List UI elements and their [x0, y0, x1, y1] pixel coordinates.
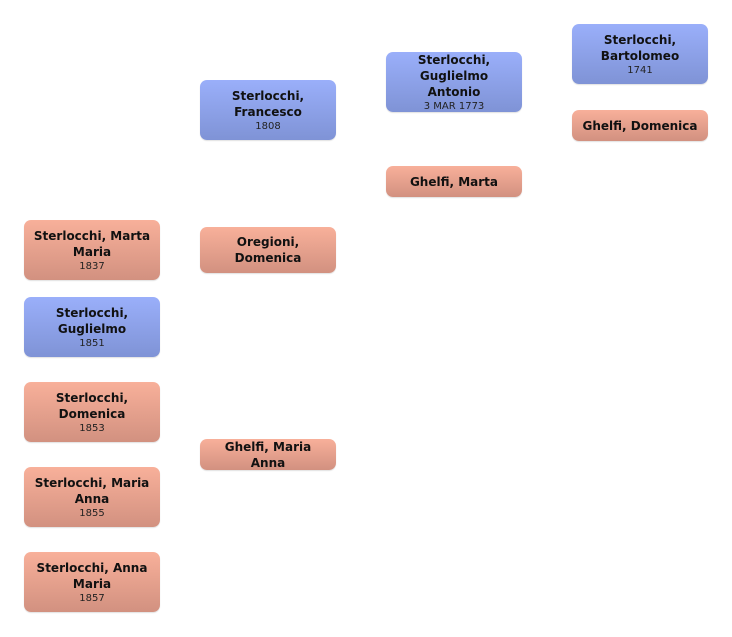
person-date: 1741 [627, 64, 653, 76]
person-name: Sterlocchi, Maria Anna [34, 475, 150, 506]
person-card-ghelfi-maria-anna[interactable]: Ghelfi, Maria Anna [200, 439, 336, 470]
person-card-sterlocchi-bartolomeo[interactable]: Sterlocchi, Bartolomeo 1741 [572, 24, 708, 84]
person-date: 1855 [79, 507, 105, 519]
person-name: Ghelfi, Domenica [582, 118, 698, 133]
person-name: Sterlocchi, Anna Maria [36, 560, 148, 591]
person-card-ghelfi-marta[interactable]: Ghelfi, Marta [386, 166, 522, 197]
person-card-sterlocchi-marta-maria[interactable]: Sterlocchi, Marta Maria 1837 [24, 220, 160, 280]
person-date: 1853 [79, 422, 105, 434]
person-card-oregioni-domenica[interactable]: Oregioni, Domenica [200, 227, 336, 273]
person-card-sterlocchi-guglielmo[interactable]: Sterlocchi, Guglielmo 1851 [24, 297, 160, 357]
person-card-sterlocchi-domenica[interactable]: Sterlocchi, Domenica 1853 [24, 382, 160, 442]
person-date: 1851 [79, 337, 105, 349]
person-date: 3 MAR 1773 [423, 100, 485, 112]
person-name: Sterlocchi, Marta Maria [33, 228, 151, 259]
person-name: Sterlocchi, Bartolomeo [600, 32, 680, 63]
person-card-sterlocchi-guglielmo-antonio[interactable]: Sterlocchi, Guglielmo Antonio 3 MAR 1773 [386, 52, 522, 112]
person-name: Sterlocchi, Guglielmo Antonio [417, 52, 491, 99]
person-date: 1808 [255, 120, 281, 132]
person-name: Sterlocchi, Guglielmo [55, 305, 129, 336]
person-card-sterlocchi-francesco[interactable]: Sterlocchi, Francesco 1808 [200, 80, 336, 140]
person-date: 1837 [79, 260, 105, 272]
person-name: Sterlocchi, Francesco [231, 88, 305, 119]
person-name: Ghelfi, Maria Anna [224, 439, 312, 470]
person-date: 1857 [79, 592, 105, 604]
person-name: Sterlocchi, Domenica [55, 390, 129, 421]
person-card-sterlocchi-maria-anna[interactable]: Sterlocchi, Maria Anna 1855 [24, 467, 160, 527]
person-card-ghelfi-domenica[interactable]: Ghelfi, Domenica [572, 110, 708, 141]
person-card-sterlocchi-anna-maria[interactable]: Sterlocchi, Anna Maria 1857 [24, 552, 160, 612]
person-name: Ghelfi, Marta [409, 174, 499, 189]
person-name: Oregioni, Domenica [234, 235, 302, 265]
